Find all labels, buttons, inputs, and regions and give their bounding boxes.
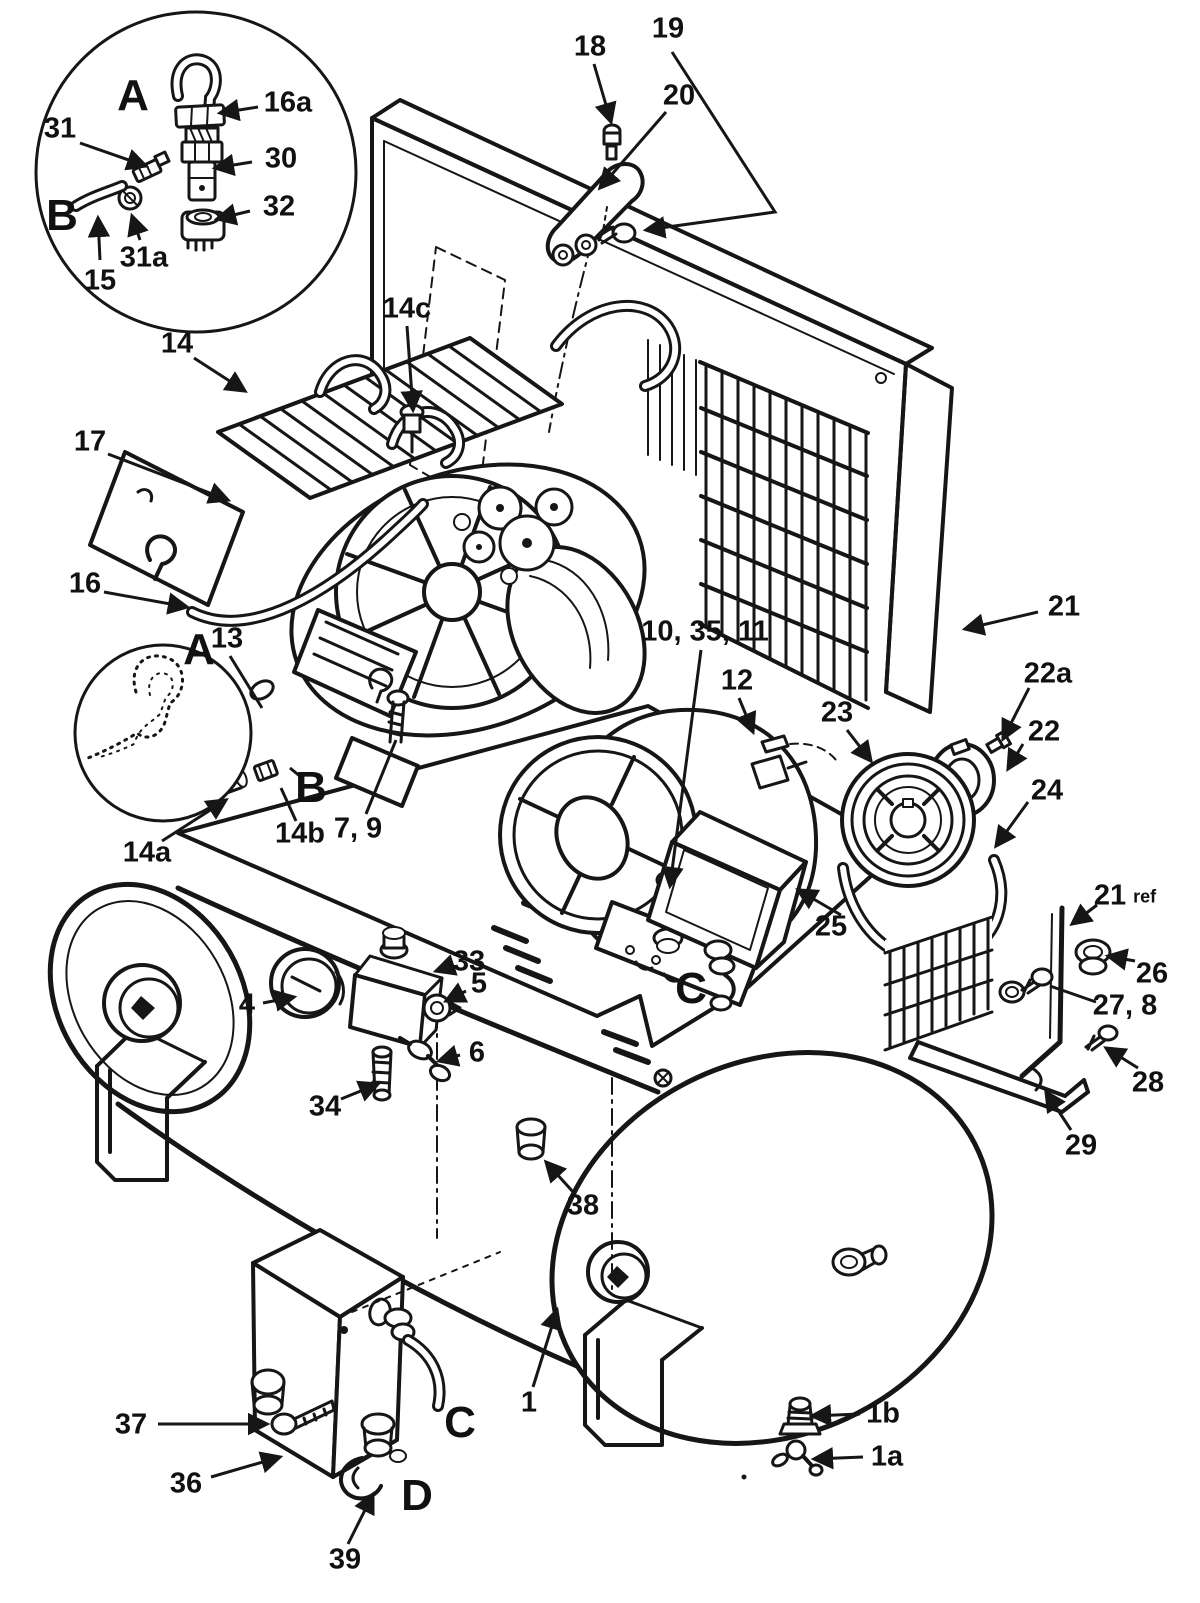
callout-14c: 14c — [382, 292, 432, 325]
callout-16a: 16a — [263, 86, 313, 119]
callout-letter-c-switch: C — [444, 1398, 476, 1447]
callout-31a: 31a — [119, 241, 169, 274]
callout-letter-c-motor: C — [675, 964, 707, 1013]
callout-1: 1 — [520, 1386, 538, 1419]
callout-30: 30 — [264, 142, 298, 175]
callout-14b: 14b — [275, 817, 325, 850]
callout-1a: 1a — [870, 1440, 904, 1473]
callout-16: 16 — [68, 567, 102, 600]
callout-27-8: 27, 8 — [1092, 989, 1158, 1022]
callout-38: 38 — [566, 1189, 600, 1222]
callout-28: 28 — [1131, 1066, 1165, 1099]
callout-letter-a-inset: A — [117, 71, 149, 120]
leader-lines — [79, 51, 1139, 1545]
callout-21-ref-number: 21 — [1093, 879, 1127, 912]
callout-20: 20 — [662, 79, 696, 112]
detail-circle-a — [73, 643, 253, 823]
callout-4: 4 — [238, 988, 256, 1021]
callout-23: 23 — [820, 696, 854, 729]
callout-15: 15 — [83, 264, 117, 297]
callout-6: 6 — [468, 1036, 486, 1069]
callout-5: 5 — [470, 967, 488, 1000]
callout-37: 37 — [114, 1408, 148, 1441]
callout-12: 12 — [720, 664, 754, 697]
pressure-switch — [250, 1228, 501, 1501]
callout-34: 34 — [308, 1090, 342, 1123]
callout-7-9: 7, 9 — [333, 812, 383, 845]
tank-feet — [95, 1026, 704, 1447]
callout-14a: 14a — [122, 836, 172, 869]
callout-21-ref: 21 ref — [1093, 879, 1157, 912]
callout-25: 25 — [814, 910, 848, 943]
callout-14: 14 — [160, 327, 194, 360]
callout-letter-d-switch: D — [401, 1471, 433, 1520]
motor-pulley-and-belt — [837, 730, 1013, 968]
callout-letter-b-detail: B — [295, 763, 327, 812]
gauge-manifold — [269, 926, 462, 1102]
electric-motor — [498, 707, 837, 1012]
callout-10-35-11: 10, 35, 11 — [641, 615, 769, 648]
tank-ports — [102, 963, 650, 1304]
callout-32: 32 — [262, 190, 296, 223]
callout-letter-a-detail: A — [183, 625, 215, 674]
callout-22a: 22a — [1023, 657, 1073, 690]
callout-39: 39 — [328, 1543, 362, 1576]
compressor-pump — [88, 300, 682, 808]
callout-21: 21 — [1047, 590, 1081, 623]
tank-right-head — [549, 1050, 995, 1446]
callout-letter-b-inset: B — [46, 191, 78, 240]
callout-1b: 1b — [866, 1397, 900, 1430]
callout-22: 22 — [1027, 715, 1061, 748]
callout-36: 36 — [169, 1467, 203, 1500]
callout-26: 26 — [1135, 957, 1169, 990]
callout-19: 19 — [651, 12, 685, 45]
callout-29: 29 — [1064, 1129, 1098, 1162]
callout-33: 33 — [452, 945, 486, 978]
callout-13: 13 — [210, 622, 244, 655]
callout-24: 24 — [1030, 774, 1064, 807]
callout-18: 18 — [573, 30, 607, 63]
callout-21-ref-suffix: ref — [1133, 886, 1157, 907]
callout-31: 31 — [43, 112, 77, 145]
callout-17: 17 — [73, 425, 107, 458]
